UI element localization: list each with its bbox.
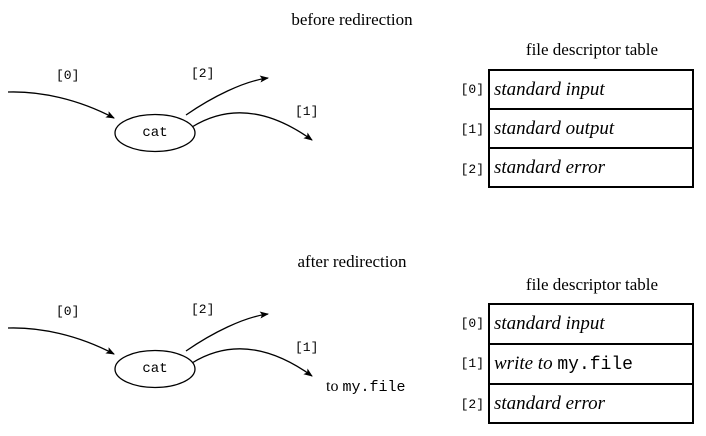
fd-value-1-bottom-file: my.file xyxy=(557,354,633,375)
arrow-label-fd2-bottom: [2] xyxy=(191,302,215,317)
arrow-label-fd2-top: [2] xyxy=(191,66,215,81)
arrow-label-fd1-bottom: [1] xyxy=(295,340,319,355)
fd-value-2-top: standard error xyxy=(494,156,606,178)
fd-value-2-bottom: standard error xyxy=(494,392,606,414)
fd-table-row: standard output xyxy=(490,110,692,149)
fd-index-0-top: [0] xyxy=(460,82,484,97)
fd-table-row: standard input xyxy=(490,71,692,110)
fd-table-row: write to my.file xyxy=(490,345,692,385)
process-label-bottom: cat xyxy=(142,361,168,377)
fd-table-row: standard error xyxy=(490,149,692,186)
arrow-fd1-bottom xyxy=(191,348,313,377)
arrow-fd1-top xyxy=(191,112,313,141)
fd-value-1-bottom: write to my.file xyxy=(494,353,633,376)
process-ellipse-bottom xyxy=(114,349,196,389)
top-flow-graph xyxy=(7,75,313,153)
fd-index-0-bottom: [0] xyxy=(460,316,484,331)
section-title-before: before redirection xyxy=(291,10,413,29)
fd-value-0-bottom: standard input xyxy=(494,313,605,334)
fd-table-row: standard input xyxy=(490,305,692,345)
fd-table-top: standard input standard output standard … xyxy=(488,69,694,188)
arrow-fd0-bottom xyxy=(7,327,115,355)
fd-value-1-top: standard output xyxy=(494,117,615,139)
fd-table-caption-bottom: file descriptor table xyxy=(525,275,659,294)
redirect-target-label: to my.file xyxy=(326,378,405,397)
arrow-fd2-top xyxy=(185,75,269,116)
section-title-after: after redirection xyxy=(297,252,407,271)
arrow-label-fd0-bottom: [0] xyxy=(56,304,80,319)
fd-index-1-top: [1] xyxy=(460,122,484,137)
arrow-fd2-bottom xyxy=(185,311,269,352)
arrow-fd0-top xyxy=(7,91,115,119)
process-label-top: cat xyxy=(142,125,168,141)
fd-table-bottom: standard input write to my.file standard… xyxy=(488,303,694,424)
fd-value-1-bottom-text: write to xyxy=(494,352,558,374)
arrow-label-fd0-top: [0] xyxy=(56,68,80,83)
fd-value-0-top: standard input xyxy=(494,78,605,100)
bottom-flow-graph xyxy=(7,311,313,389)
arrow-label-fd1-top: [1] xyxy=(295,104,319,119)
fd-table-row: standard error xyxy=(490,385,692,422)
redirect-target-prefix: to xyxy=(326,378,343,395)
redirect-target-file: my.file xyxy=(342,379,406,396)
fd-table-caption-top: file descriptor table xyxy=(525,40,659,59)
fd-index-2-top: [2] xyxy=(460,162,484,177)
fd-index-2-bottom: [2] xyxy=(460,397,484,412)
fd-index-1-bottom: [1] xyxy=(460,356,484,371)
process-ellipse-top xyxy=(114,113,196,153)
